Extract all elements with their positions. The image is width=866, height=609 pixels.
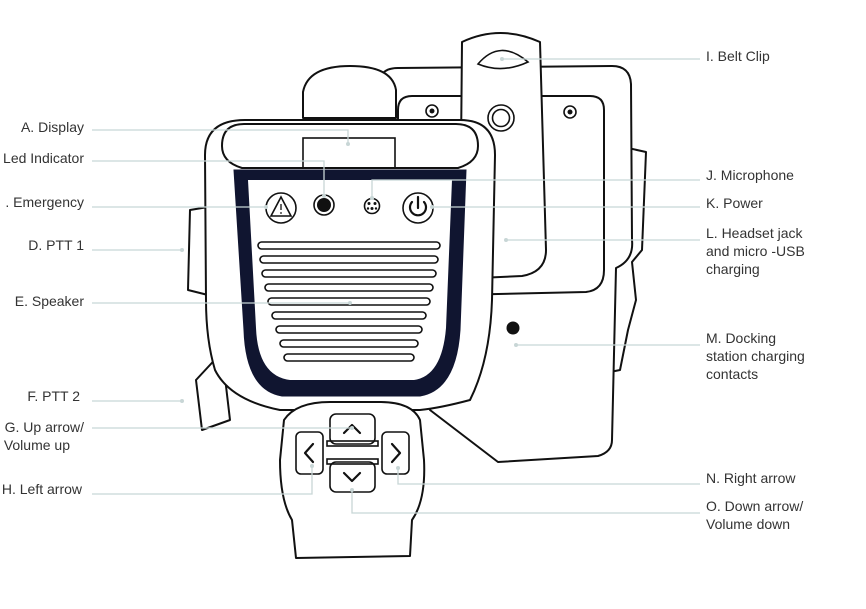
label-power: K. Power [706, 195, 763, 211]
up-arrow-key [329, 413, 376, 445]
label-docking-2: station charging [706, 348, 805, 364]
display [302, 137, 396, 169]
label-display: A. Display [21, 119, 84, 135]
handset [187, 65, 496, 559]
label-up-arrow: G. Up arrow/ [5, 419, 84, 435]
screw-right [563, 105, 577, 119]
left-arrow-key [295, 431, 324, 475]
label-docking-3: contacts [706, 366, 758, 382]
label-led-indicator: Led Indicator [3, 150, 84, 166]
top-knob [302, 65, 397, 119]
label-belt-clip: I. Belt Clip [706, 48, 770, 64]
warning-triangle-icon [269, 195, 293, 217]
label-down-arrow-2: Volume down [706, 516, 790, 532]
label-headset-jack-3: charging [706, 261, 760, 277]
label-down-arrow: O. Down arrow/ [706, 498, 803, 514]
chevron-left-icon [303, 442, 315, 464]
power-icon [408, 195, 428, 217]
label-emergency: . Emergency [5, 194, 84, 210]
label-right-arrow: N. Right arrow [706, 470, 796, 486]
label-microphone: J. Microphone [706, 167, 794, 183]
label-headset-jack-2: and micro -USB [706, 243, 805, 259]
docking-contact [506, 321, 520, 335]
label-speaker: E. Speaker [15, 293, 85, 309]
leader-lines [92, 57, 700, 514]
callout-labels: A. Display Led Indicator . Emergency D. … [2, 48, 805, 532]
label-docking: M. Docking [706, 330, 776, 346]
chevron-right-icon [390, 442, 402, 464]
right-arrow-key [381, 431, 410, 475]
label-up-arrow-2: Volume up [4, 437, 70, 453]
chevron-up-icon [342, 423, 362, 435]
speaker-grille [257, 241, 441, 362]
screw-left [425, 104, 439, 118]
chevron-down-icon [342, 471, 362, 483]
label-left-arrow: H. Left arrow [2, 481, 83, 497]
label-headset-jack: L. Headset jack [706, 225, 803, 241]
label-ptt1: D. PTT 1 [28, 237, 84, 253]
label-ptt2: F. PTT 2 [27, 388, 80, 404]
